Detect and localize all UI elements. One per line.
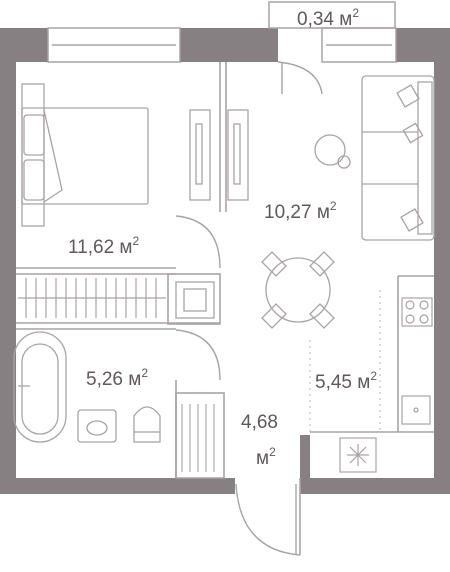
doors — [175, 61, 323, 556]
wall-bottom-right — [300, 478, 450, 494]
pillow-top — [23, 114, 45, 156]
cushion — [402, 122, 424, 144]
walls — [0, 28, 450, 494]
cushion — [396, 84, 420, 108]
wall-outer-right — [434, 28, 450, 494]
bath-sink-bowl — [86, 420, 108, 436]
bed — [21, 107, 149, 205]
hall-closet — [175, 392, 225, 479]
fridge-body — [339, 437, 377, 473]
area-balcony: 0,34 м2 — [297, 6, 359, 30]
area-living-kitchen: 10,27 м2 — [264, 199, 337, 223]
bathtub-inner — [21, 343, 59, 435]
burner — [405, 314, 415, 324]
wall-top-right — [396, 28, 450, 62]
sofa-back — [417, 81, 433, 235]
wardrobe-left — [189, 109, 211, 201]
coffee-table — [314, 134, 346, 166]
sofa — [361, 75, 435, 241]
partitions — [16, 62, 434, 555]
door-balcony-arc — [277, 61, 323, 95]
wall-outer-left — [0, 28, 16, 494]
toilet-icon — [133, 406, 161, 443]
zone-separators — [309, 290, 381, 432]
sink-bath — [77, 409, 117, 443]
door-entrance-arc — [235, 483, 301, 556]
laundry-niche — [167, 273, 221, 325]
sink-body — [401, 395, 431, 425]
bedroom-furniture — [21, 83, 249, 227]
blanket-fold — [43, 109, 63, 203]
windows — [47, 1, 397, 63]
wardrobe-right-handle — [233, 123, 241, 185]
area-hallway-value: 4,68 — [241, 412, 278, 433]
hall-closet-shelves — [181, 404, 215, 472]
burner — [419, 300, 429, 310]
washer-door — [183, 288, 207, 312]
washer-body — [175, 281, 215, 319]
snowflake-ray — [349, 446, 367, 464]
bathtub-outer — [13, 331, 67, 443]
burner — [405, 300, 415, 310]
wall-bottom-left — [0, 478, 235, 494]
area-hallway-unit: м2 — [256, 445, 276, 469]
wall-top-mid — [180, 28, 278, 62]
wardrobe-right — [227, 109, 249, 201]
bathtub-icon — [13, 331, 67, 443]
wall-top-left — [0, 28, 48, 62]
bed-headboard — [21, 83, 45, 227]
sink-icon — [401, 395, 431, 425]
chair — [261, 303, 287, 329]
wardrobe-left-handle — [195, 123, 203, 185]
snowflake-icon — [339, 437, 377, 473]
washing-machine-icon — [175, 281, 215, 319]
area-bathroom: 5,26 м2 — [86, 366, 148, 390]
dining-set — [261, 251, 335, 329]
toilet-bowl — [133, 406, 161, 432]
dining-table — [265, 257, 331, 323]
sink-drain — [413, 407, 419, 413]
chair — [309, 251, 335, 277]
living-furniture — [314, 75, 435, 241]
balcony-frame — [268, 1, 396, 29]
window-bedroom — [47, 27, 181, 63]
burner — [419, 314, 429, 324]
side-table — [337, 155, 351, 169]
chair — [309, 303, 335, 329]
cooktop-body — [401, 297, 433, 327]
cooktop-icon — [401, 297, 433, 327]
door-bedroom-arc — [175, 215, 221, 269]
pillow-bottom — [23, 159, 45, 201]
door-bath-arc — [175, 329, 221, 381]
area-bedroom: 11,62 м2 — [68, 234, 139, 258]
wall-kitchen-block — [300, 435, 310, 490]
area-kitchen: 5,45 м2 — [315, 369, 377, 393]
cushion — [400, 208, 424, 232]
chair — [261, 251, 287, 277]
closet-hangers — [18, 278, 166, 318]
toilet-tank — [133, 431, 161, 443]
bath-sink-body — [77, 409, 117, 443]
